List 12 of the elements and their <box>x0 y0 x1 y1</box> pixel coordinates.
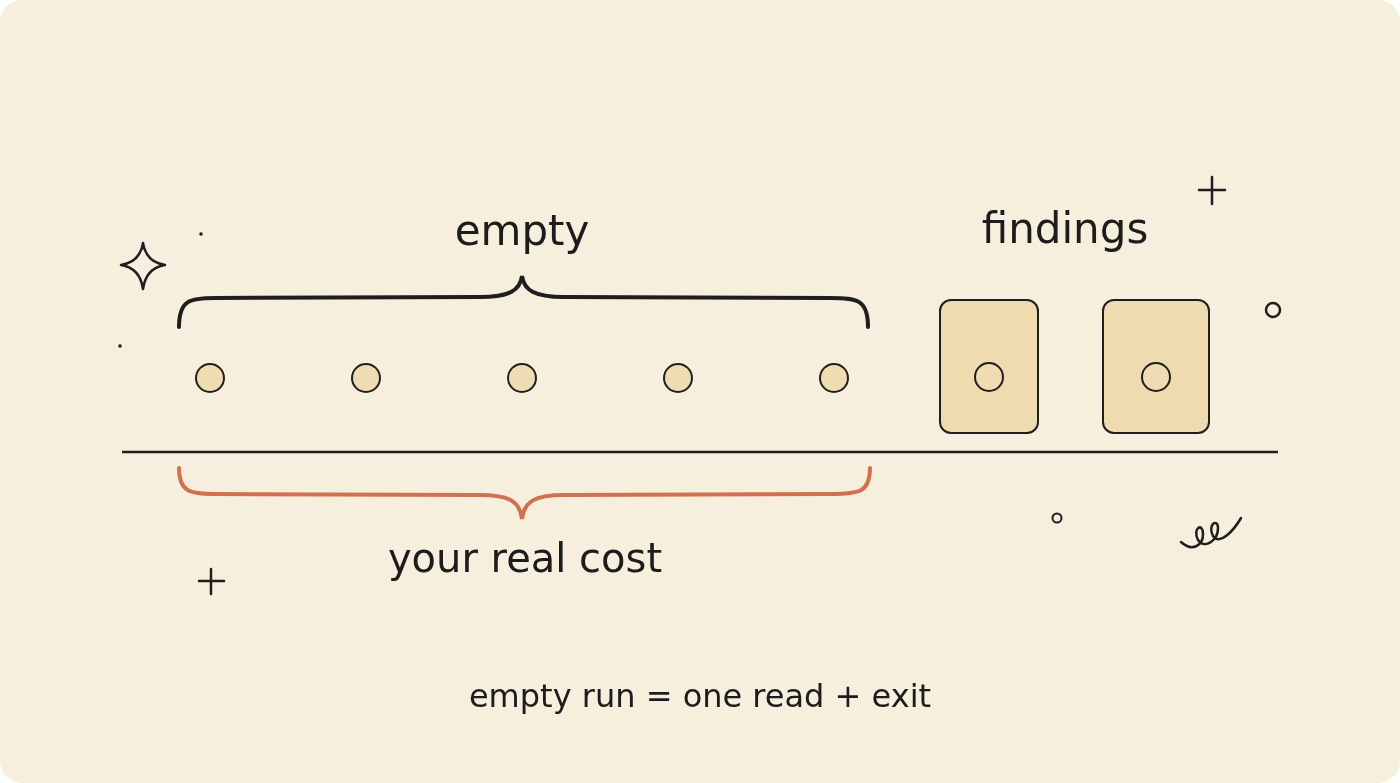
finding-card <box>1102 299 1210 434</box>
dot-circle <box>663 363 693 393</box>
text-label: empty <box>454 210 590 252</box>
dot-circle <box>1141 362 1171 392</box>
text-label: empty run = one read + exit <box>468 680 932 712</box>
dot-circle <box>195 363 225 393</box>
finding-card <box>939 299 1039 434</box>
text-label: findings <box>981 208 1149 250</box>
dot-circle <box>819 363 849 393</box>
dot-circle <box>507 363 537 393</box>
dot-circle <box>351 363 381 393</box>
dot-circle <box>974 362 1004 392</box>
